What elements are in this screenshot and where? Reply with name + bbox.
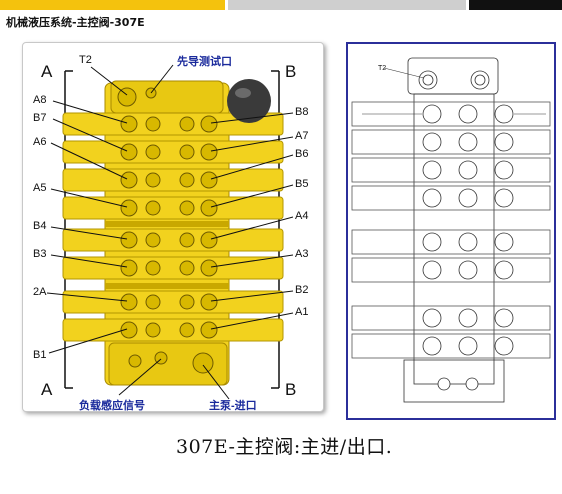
valve-body [62, 80, 284, 386]
label-b8: B8 [295, 106, 308, 118]
label-main-pump-inlet: 主泵-进口 [209, 398, 257, 411]
line-drawing-ports [422, 104, 514, 391]
label-pilot-test-port: 先导测试口 [177, 54, 232, 68]
slide-caption: 307E-主控阀:主进/出口. [176, 436, 393, 458]
label-b5: B5 [295, 178, 308, 190]
label-b7: B7 [33, 112, 46, 124]
section-label-b-top: B [285, 62, 296, 81]
label-b6: B6 [295, 148, 308, 160]
page-title: 机械液压系统-主控阀-307E [6, 16, 145, 29]
label-b2: B2 [295, 284, 308, 296]
section-label-b-bottom: B [285, 380, 296, 399]
label-b3: B3 [33, 248, 46, 260]
line-drawing-body [351, 57, 551, 403]
label-a4: A4 [295, 210, 308, 222]
label-a3: A3 [295, 248, 308, 260]
label-b4: B4 [33, 220, 46, 232]
section-label-a-bottom: A [41, 380, 53, 399]
label-load-sensing-signal: 负载感应信号 [79, 398, 145, 411]
section-label-a-top: A [41, 62, 53, 81]
label-a6: A6 [33, 136, 46, 148]
top-bar-black-segment [469, 0, 562, 10]
line-drawing-leaders [362, 67, 546, 115]
valve-3d-diagram: A B A B [22, 42, 324, 412]
top-bar-grey-segment [228, 0, 466, 10]
label-b1: B1 [33, 349, 46, 361]
label-a1: A1 [295, 306, 308, 318]
leader-lines [46, 64, 294, 400]
valve-line-svg: T2 [351, 57, 551, 403]
valve-3d-svg: A B A B [33, 54, 308, 412]
valve-ports [117, 87, 218, 374]
valve-line-drawing: T2 [346, 42, 556, 420]
label-t2-right: T2 [378, 65, 386, 72]
label-a7: A7 [295, 130, 308, 142]
top-color-bar [0, 0, 562, 10]
label-a8: A8 [33, 94, 46, 106]
sphere-highlight [235, 88, 251, 98]
top-bar-yellow-segment [0, 0, 225, 10]
label-t2: T2 [79, 54, 92, 66]
label-a5: A5 [33, 182, 46, 194]
label-2a: 2A [33, 286, 47, 298]
